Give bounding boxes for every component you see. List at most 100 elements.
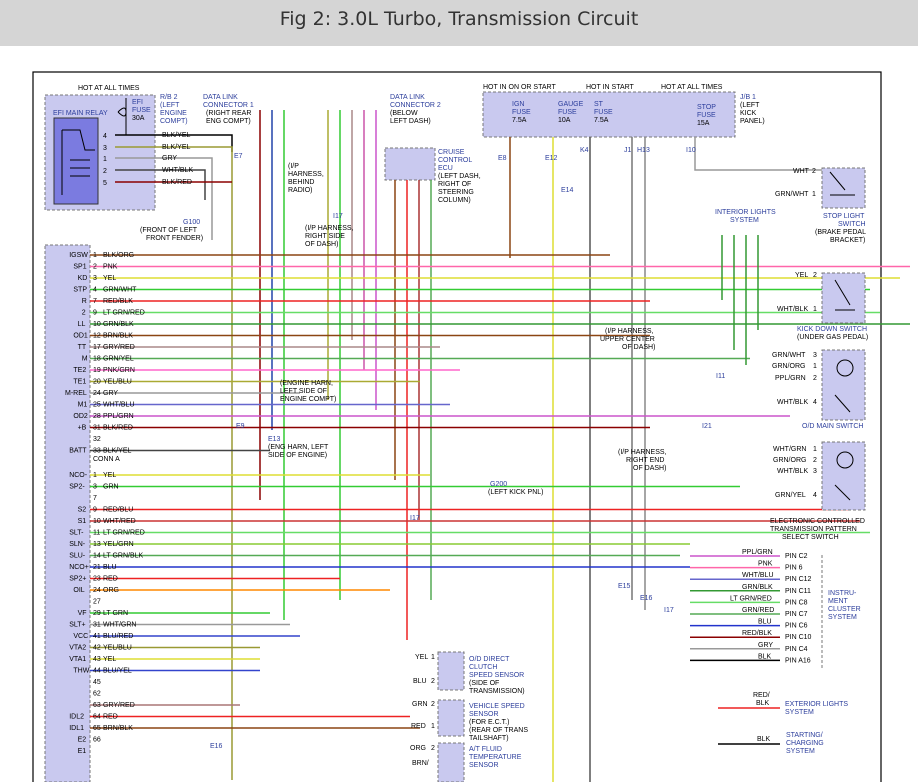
svg-text:3: 3	[813, 352, 817, 359]
ecm-pin-number: 31	[93, 425, 101, 432]
svg-text:J1: J1	[624, 147, 632, 154]
cluster-wire-color: GRY	[758, 642, 773, 649]
svg-text:SELECT SWITCH: SELECT SWITCH	[782, 534, 839, 541]
svg-text:BLK: BLK	[756, 700, 770, 707]
vehicle-speed-sensor	[437, 699, 465, 737]
ecm-wire-color: YEL	[103, 656, 116, 663]
ecm-pin-label: VTA2	[69, 645, 86, 652]
conn-a-label: CONN A	[93, 456, 120, 463]
svg-text:MENT: MENT	[828, 598, 849, 605]
svg-text:WHT/BLK: WHT/BLK	[777, 468, 808, 475]
ecm-pin-number: 9	[93, 507, 97, 514]
svg-text:E16: E16	[210, 743, 223, 750]
atf-temp-sensor	[437, 742, 465, 782]
ecm-wire-color: YEL/BLU	[103, 645, 132, 652]
ecm-pin-number: 24	[93, 390, 101, 397]
ecm-wire-color: BLU	[103, 564, 117, 571]
svg-text:VEHICLE SPEED: VEHICLE SPEED	[469, 703, 525, 710]
ecm-pin-label: M	[82, 356, 88, 363]
ecm-wire-color: GRN/WHT	[103, 287, 137, 294]
svg-text:TEMPERATURE: TEMPERATURE	[469, 754, 522, 761]
ecm-wire-color: RED	[103, 576, 118, 583]
ecm-pin-number: 17	[93, 344, 101, 351]
ecm-pin-label: 2	[82, 310, 86, 317]
svg-text:RIGHT OF: RIGHT OF	[438, 181, 471, 188]
svg-text:PPL/GRN: PPL/GRN	[775, 375, 806, 382]
ecm-wire-color: RED/BLU	[103, 507, 133, 514]
ecm-pin-number: 1	[93, 472, 97, 479]
svg-text:3: 3	[813, 468, 817, 475]
ecm-wire-color: LT GRN/RED	[103, 310, 145, 317]
ecm-pin-label: S1	[78, 518, 87, 525]
svg-text:CRUISE: CRUISE	[438, 149, 465, 156]
ecm-pin-label: SLN-	[69, 541, 86, 548]
svg-text:(I/P HARNESS,: (I/P HARNESS,	[605, 328, 654, 335]
svg-text:SYSTEM: SYSTEM	[730, 217, 759, 224]
svg-text:(UNDER GAS PEDAL): (UNDER GAS PEDAL)	[797, 334, 868, 341]
svg-text:(LEFT KICK PNL): (LEFT KICK PNL)	[488, 489, 544, 496]
ecm-wire-color: GRN	[103, 484, 119, 491]
svg-text:HOT IN ON OR START: HOT IN ON OR START	[483, 84, 556, 91]
svg-text:5: 5	[103, 180, 107, 187]
cluster-pin-label: PIN C6	[785, 623, 808, 630]
svg-text:2: 2	[812, 168, 816, 175]
svg-text:EXTERIOR LIGHTS: EXTERIOR LIGHTS	[785, 701, 848, 708]
svg-text:FUSE: FUSE	[697, 112, 716, 119]
ecm-pin-number: 41	[93, 633, 101, 640]
ecm-pin-number: 33	[93, 448, 101, 455]
ecm-pin-number: 29	[93, 610, 101, 617]
svg-text:OF DASH): OF DASH)	[633, 465, 666, 472]
ecm-pin-label: SP2+	[69, 576, 86, 583]
svg-text:BEHIND: BEHIND	[288, 179, 314, 186]
ecm-wire-color: LT GRN/BLK	[103, 553, 144, 560]
svg-text:FUSE: FUSE	[594, 109, 613, 116]
ecm-pin-label: IDL1	[69, 725, 84, 732]
svg-text:CONNECTOR 2: CONNECTOR 2	[390, 102, 441, 109]
ecm-pin-label: SP1	[73, 264, 86, 271]
svg-text:I21: I21	[702, 423, 712, 430]
relay-wires: 4 3 1 2 5 BLK/YEL BLK/YEL GRY WHT/BLK BL…	[103, 132, 243, 780]
svg-text:GRN/YEL: GRN/YEL	[775, 492, 806, 499]
ecm-pin-number: 65	[93, 725, 101, 732]
junction-block-1	[482, 91, 736, 138]
ecm-pin-number: 3	[93, 484, 97, 491]
svg-text:(SIDE OF: (SIDE OF	[469, 680, 499, 687]
ecm-pin-number: 42	[93, 645, 101, 652]
ecm-wire-color: GRN/BLK	[103, 321, 134, 328]
ecm-pin-number: 27	[93, 599, 101, 606]
ecm-pin-label: TE2	[73, 367, 86, 374]
svg-text:(ENGINE HARN,: (ENGINE HARN,	[280, 380, 333, 387]
svg-text:BLK: BLK	[757, 736, 771, 743]
ecm-pin-label: IGSW	[69, 252, 88, 259]
cluster-wire-color: PPL/GRN	[742, 549, 773, 556]
kick-down-switch	[821, 272, 866, 324]
ecm-pin-number: 24	[93, 587, 101, 594]
svg-text:BLK/RED: BLK/RED	[162, 179, 192, 186]
ecm-wire-color: RED	[103, 714, 118, 721]
svg-text:COMPT): COMPT)	[160, 118, 188, 125]
svg-text:2: 2	[813, 272, 817, 279]
ecm-pin-label: IDL2	[69, 714, 84, 721]
cruise-control-ecu	[384, 147, 436, 181]
svg-text:I17: I17	[664, 607, 674, 614]
ecm-pin-number: 43	[93, 656, 101, 663]
svg-text:KICK: KICK	[740, 110, 757, 117]
ecm-wire-color: YEL	[103, 275, 116, 282]
svg-text:HOT AT ALL TIMES: HOT AT ALL TIMES	[661, 84, 723, 91]
svg-text:ENGINE COMPT): ENGINE COMPT)	[280, 396, 336, 403]
svg-text:2: 2	[431, 701, 435, 708]
ecm-pin-number: 14	[93, 553, 101, 560]
svg-text:OF DASH): OF DASH)	[622, 344, 655, 351]
svg-text:I17: I17	[333, 213, 343, 220]
svg-text:CONNECTOR 1: CONNECTOR 1	[203, 102, 254, 109]
svg-text:(BELOW: (BELOW	[390, 110, 418, 117]
ecm-pin-number: 12	[93, 333, 101, 340]
ecm-pin-number: 31	[93, 622, 101, 629]
ecm-pin-number: 4	[93, 287, 97, 294]
ecm-pin-label: SLU-	[69, 553, 86, 560]
svg-text:CLUTCH: CLUTCH	[469, 664, 497, 671]
svg-text:INTERIOR LIGHTS: INTERIOR LIGHTS	[715, 209, 776, 216]
ecm-pin-label: TE1	[73, 379, 86, 386]
svg-text:WHT/GRN: WHT/GRN	[773, 446, 806, 453]
svg-text:E9: E9	[236, 423, 245, 430]
